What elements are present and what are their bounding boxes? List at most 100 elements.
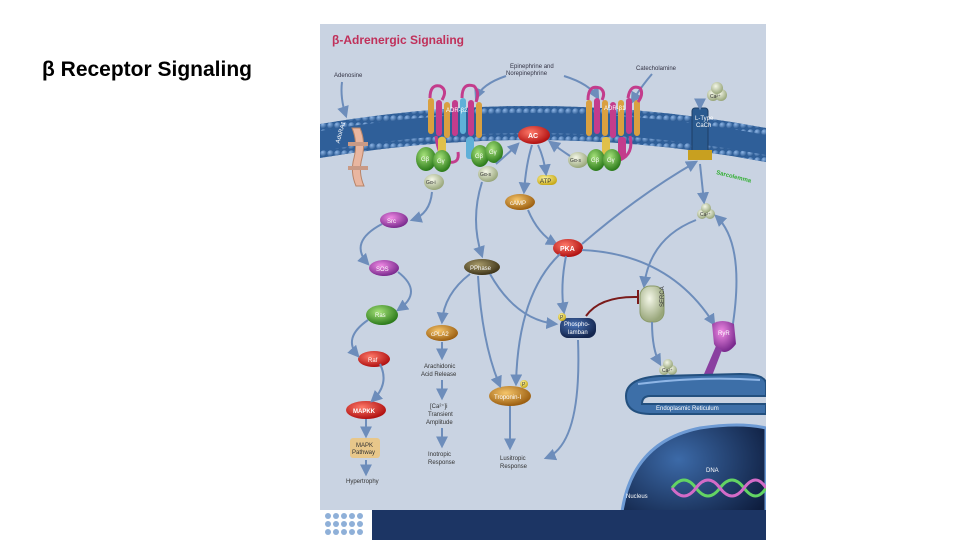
figure-heading: β-Adrenergic Signaling <box>332 33 464 47</box>
ac-to-camp-arrow <box>518 144 533 195</box>
gs-to-ac-arrow <box>495 142 520 165</box>
gi-gamma-label: Gγ <box>437 159 445 165</box>
adrb2-label: ADR-β2 <box>446 108 468 114</box>
adrb2-receptor <box>428 83 482 164</box>
camp-label: cAMP <box>510 201 526 207</box>
raf-node <box>358 351 390 367</box>
lusitropic-label-1: Lusitropic <box>500 456 526 462</box>
gs-protein-complex-right <box>568 149 621 171</box>
signaling-pathway-figure: β-Adrenergic Signaling Adenosine Epineph… <box>320 24 766 540</box>
gi-protein-complex <box>416 147 451 190</box>
sos-label: SOS <box>376 267 389 273</box>
slide-title: β Receptor Signaling <box>42 58 253 81</box>
ryr-node <box>712 321 736 352</box>
gs-gamma-label-right: Gγ <box>607 158 615 164</box>
pphase-node <box>464 259 500 275</box>
lusitropic-label-2: Response <box>500 464 528 470</box>
troponin-label: Troponin-I <box>494 395 521 401</box>
pphase-label: PPhase <box>470 266 492 272</box>
ac-label: AC <box>528 133 538 140</box>
epinephrine-arrow-right <box>563 75 600 101</box>
troponin-p-label: P <box>522 382 526 388</box>
ras-node <box>366 305 398 325</box>
ac-atp-arrow <box>537 144 551 177</box>
ras-to-raf-arrow <box>347 319 369 358</box>
adrb1-receptor <box>586 85 644 162</box>
phospholamban-label-2: lamban <box>568 330 588 336</box>
inotropic-label-1: Inotropic <box>428 452 451 458</box>
ras-label: Ras <box>375 313 386 319</box>
cpla2-label: cPLA2 <box>431 332 449 338</box>
mapk-pathway-box <box>350 438 380 458</box>
mapkk-node <box>346 401 386 419</box>
ryr-to-ca-arrow <box>714 214 738 331</box>
phospholamban-node <box>560 318 596 338</box>
phospholamban-inhibits-serca <box>585 295 639 317</box>
adora1-receptor <box>348 127 368 187</box>
ryr-stalk <box>704 346 722 376</box>
gs-beta-label-right: Gβ <box>591 158 600 164</box>
pphase-to-cpla2-arrow <box>436 273 471 325</box>
catecholamine-label: Catecholamine <box>636 66 677 72</box>
mapkk-label: MAPKK <box>353 409 376 415</box>
pka-to-troponin-arrow <box>510 253 561 387</box>
ltype-label-1: L-Type <box>695 116 714 122</box>
src-label: Src <box>387 219 396 225</box>
ca-ion-extracellular <box>707 82 727 101</box>
gai-label: Gα-i <box>426 180 436 186</box>
mapk-label-2: Pathway <box>352 450 375 456</box>
ac-node <box>518 126 550 144</box>
endoplasmic-reticulum <box>624 372 766 415</box>
sos-to-ras-arrow <box>396 271 412 312</box>
epinephrine-label-1: Epinephrine and <box>510 64 554 70</box>
ca-label-er: Ca²⁺ <box>662 368 673 374</box>
ca-ion-intracellular <box>697 203 715 219</box>
ca-ion-er <box>659 359 677 375</box>
gi-beta-label: Gβ <box>421 157 430 163</box>
phospholamban-to-lusitropic-arrow <box>543 339 580 461</box>
phospholamban-p-label: P <box>560 315 564 321</box>
raf-to-mapkk-arrow <box>370 363 385 403</box>
gs-beta-label-mid: Gβ <box>475 154 484 160</box>
troponin-node <box>489 386 531 406</box>
dna-label: DNA <box>706 468 719 474</box>
dna-helix <box>670 478 766 498</box>
arachidonic-label-1: Arachidonic <box>424 364 455 370</box>
gs-right-to-ac-arrow <box>548 140 571 157</box>
adrb1-label: ADR-β1 <box>604 106 626 112</box>
phospholamban-label-1: Phospho- <box>564 322 590 328</box>
camp-node <box>505 194 535 210</box>
ca-to-serca-arrow <box>639 219 697 289</box>
ltype-label-2: CaCh <box>696 123 711 129</box>
atp-node <box>537 175 557 185</box>
src-to-sos-arrow <box>357 223 383 266</box>
footer-bar <box>372 510 766 540</box>
gs-gamma-label-mid: Gγ <box>489 150 497 156</box>
nucleus-label: Nucleus <box>626 494 648 500</box>
phospholamban-phospho <box>558 313 566 321</box>
pphase-to-phospholamban-arrow <box>489 273 559 330</box>
gi-to-src-arrow <box>409 191 433 223</box>
serca-to-er-arrow <box>650 321 662 367</box>
ca-transient-label-3: Amplitude <box>426 420 453 426</box>
footer-logo-dots <box>325 513 363 535</box>
src-node <box>380 212 408 228</box>
pka-to-phospholamban-arrow <box>556 255 569 315</box>
atp-label: ATP <box>540 179 551 185</box>
pka-label: PKA <box>560 246 575 253</box>
gs-to-pphase-arrow <box>473 181 485 259</box>
epinephrine-label-2: Norepinephrine <box>506 71 548 77</box>
inotropic-label-2: Response <box>428 460 456 466</box>
pka-node <box>553 239 583 257</box>
ltype-to-ca-arrow <box>697 163 709 205</box>
cpla2-node <box>426 325 458 341</box>
ca-label-top: Ca²⁺ <box>710 94 721 100</box>
sos-node <box>369 260 399 276</box>
serca-label: SERCA <box>660 286 666 307</box>
pphase-to-troponin-arrow <box>477 275 502 389</box>
ca-transient-label-1: [Ca²⁺]i <box>430 403 448 410</box>
hypertrophy-label: Hypertrophy <box>346 479 379 485</box>
ryr-label: RyR <box>718 331 730 337</box>
er-label: Endoplasmic Reticulum <box>656 406 719 412</box>
mapk-label-1: MAPK <box>356 443 373 449</box>
